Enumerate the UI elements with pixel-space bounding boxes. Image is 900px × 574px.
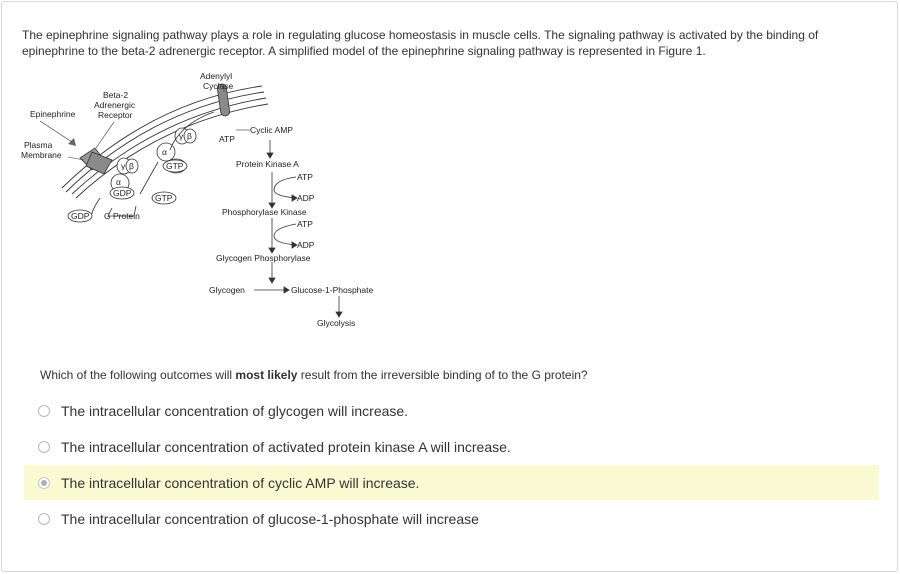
- answer-option-3-label: The intracellular concentration of cycli…: [61, 474, 420, 491]
- plasma-label-1: Plasma: [24, 140, 53, 150]
- question-text: Which of the following outcomes will mos…: [40, 368, 588, 382]
- intro-line-1: The epinephrine signaling pathway plays …: [22, 28, 819, 42]
- gtp-bound-label: GTP: [166, 161, 184, 171]
- answer-option-4[interactable]: The intracellular concentration of gluco…: [24, 501, 879, 536]
- cyclic-amp-label: Cyclic AMP: [250, 125, 293, 135]
- gamma-label-2: γ: [179, 131, 184, 141]
- answer-radio-3[interactable]: [38, 476, 50, 489]
- gtp-free-label: GTP: [155, 193, 173, 203]
- epinephrine-label: Epinephrine: [30, 109, 76, 119]
- adenylyl-cyclase-shape: [216, 83, 231, 117]
- intro-text: The epinephrine signaling pathway plays …: [22, 27, 862, 59]
- alpha-label: α: [116, 177, 121, 187]
- answer-radio-1[interactable]: [38, 404, 50, 417]
- atp-cyclase-label: ATP: [219, 134, 235, 144]
- adp-1-label: ADP: [297, 193, 315, 203]
- phk-label: Phosphorylase Kinase: [222, 207, 307, 217]
- beta2-label-3: Receptor: [98, 110, 133, 120]
- answer-radio-4[interactable]: [38, 512, 50, 525]
- answer-option-4-label: The intracellular concentration of gluco…: [61, 510, 479, 527]
- beta-label-2: β: [187, 131, 192, 141]
- beta2-receptor-shape: [68, 138, 113, 175]
- answer-option-3[interactable]: The intracellular concentration of cycli…: [24, 465, 879, 500]
- glycogen-label: Glycogen: [209, 285, 245, 295]
- answer-option-2-label: The intracellular concentration of activ…: [61, 438, 511, 455]
- gp-label: Glycogen Phosphorylase: [216, 253, 311, 263]
- alpha-label-2: α: [162, 147, 167, 157]
- question-suffix: result from the irreversible binding of …: [297, 368, 588, 382]
- answer-option-2[interactable]: The intracellular concentration of activ…: [24, 429, 879, 464]
- gdp-released-label: GDP: [71, 211, 90, 221]
- kinase-cascade: [254, 140, 343, 318]
- gamma-label: γ: [121, 161, 126, 171]
- adenylyl-label-1: Adenylyl: [200, 71, 232, 81]
- pka-label: Protein Kinase A: [236, 159, 299, 169]
- gdp-bound-label: GDP: [113, 188, 132, 198]
- g-protein-label: G Protein: [104, 211, 140, 221]
- g1p-label: Glucose-1-Phosphate: [291, 285, 373, 295]
- answer-option-1[interactable]: The intracellular concentration of glyco…: [24, 393, 879, 428]
- beta-label: β: [129, 161, 134, 171]
- answer-radio-2[interactable]: [38, 440, 50, 453]
- beta2-label-2: Adrenergic: [94, 100, 136, 110]
- plasma-label-2: Membrane: [21, 150, 62, 160]
- signaling-pathway-figure: γ β α γ β α GDP GDP GTP GTP Adenylyl Cyc…: [21, 71, 373, 328]
- g-protein-subunits: [110, 127, 197, 193]
- answer-options: The intracellular concentration of glyco…: [24, 393, 879, 537]
- adp-2-label: ADP: [297, 240, 315, 250]
- adenylyl-label-2: Cyclase: [203, 81, 234, 91]
- answer-option-1-label: The intracellular concentration of glyco…: [61, 402, 409, 419]
- beta2-label-1: Beta-2: [103, 90, 128, 100]
- atp-1-label: ATP: [297, 172, 313, 182]
- intro-line-2: epinephrine to the beta-2 adrenergic rec…: [22, 44, 706, 58]
- atp-2-label: ATP: [297, 219, 313, 229]
- plasma-membrane: [61, 85, 269, 199]
- question-prefix: Which of the following outcomes will: [40, 368, 236, 382]
- glycolysis-label: Glycolysis: [317, 318, 355, 328]
- question-emphasis: most likely: [235, 368, 298, 382]
